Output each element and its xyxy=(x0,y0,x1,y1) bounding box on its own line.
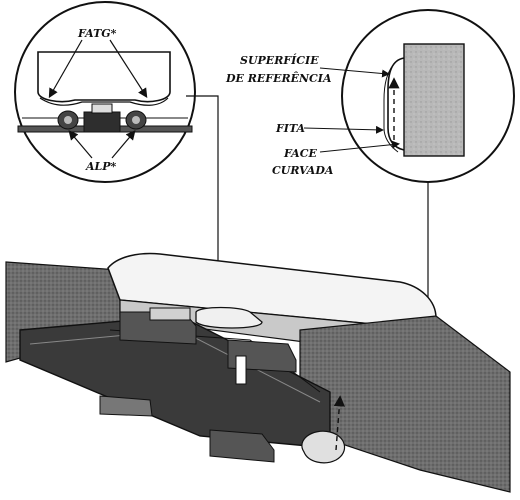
fatg-label: FATG* xyxy=(77,27,117,40)
left-leader-line xyxy=(186,95,223,273)
superficie-label-2: DE REFERÊNCIA xyxy=(225,71,332,85)
main-assembly xyxy=(5,252,511,493)
left-detail-circle xyxy=(14,1,196,183)
face-label-1: FACE xyxy=(283,147,317,160)
fita-label: FITA xyxy=(275,122,306,135)
right-detail-circle xyxy=(341,9,515,183)
superficie-label-1: SUPERFÍCIE xyxy=(240,53,319,67)
alp-label: ALP* xyxy=(85,160,117,173)
face-label-2: CURVADA xyxy=(272,164,334,177)
